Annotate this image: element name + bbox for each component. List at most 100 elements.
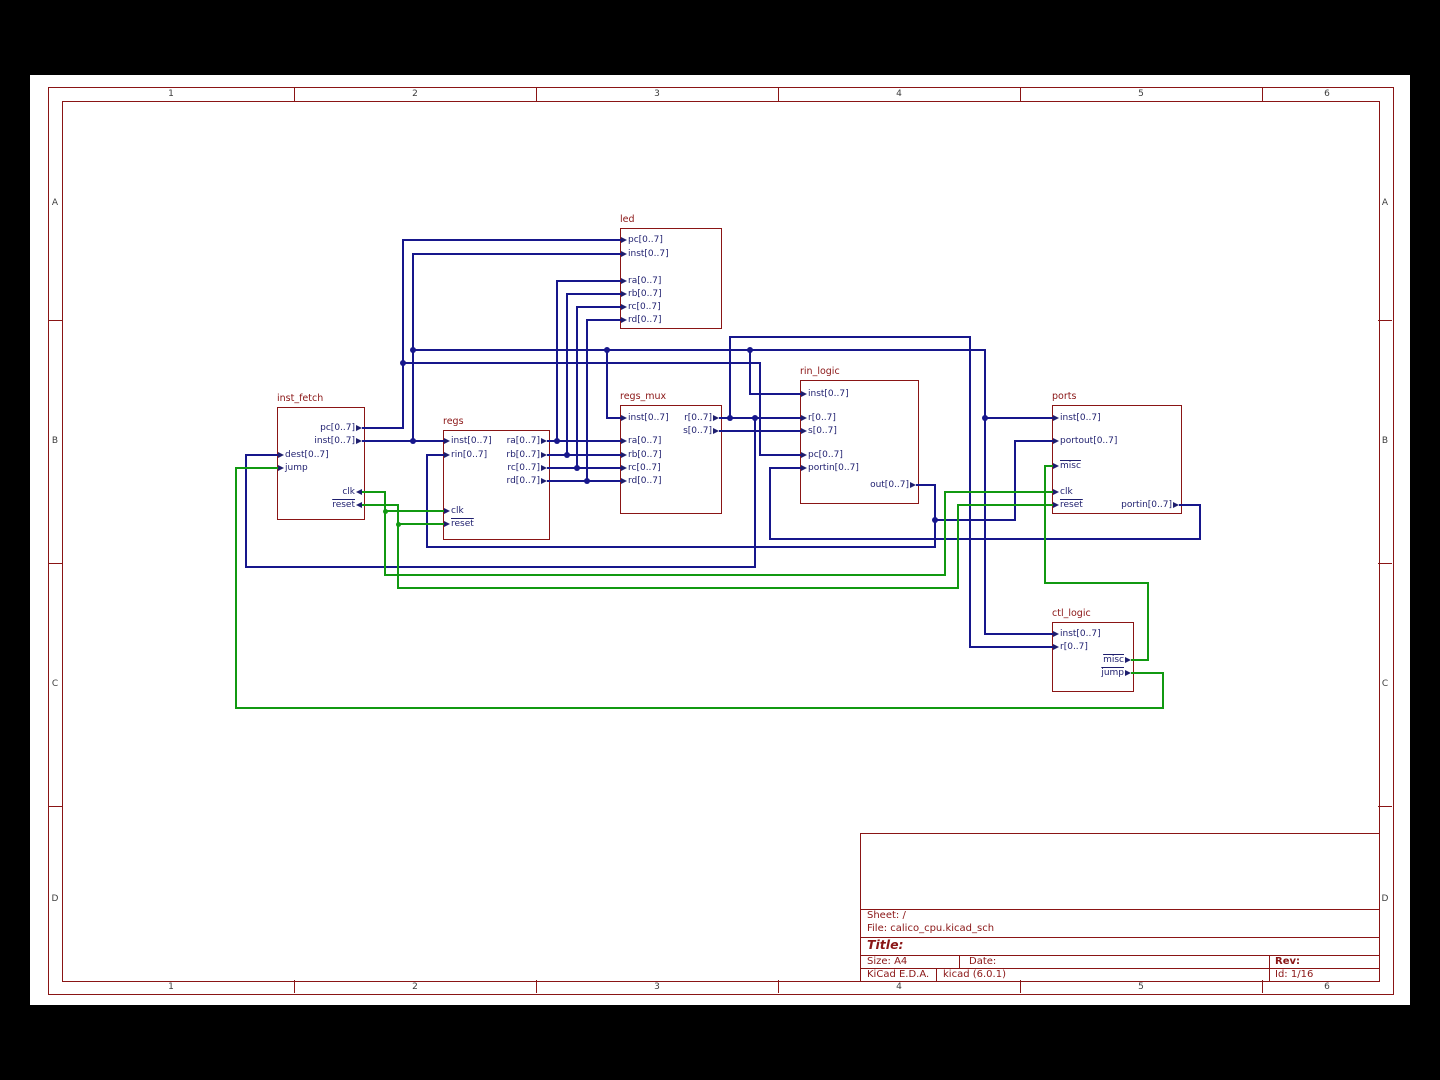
sheet-ports[interactable] (1052, 405, 1182, 514)
bus-r (729, 336, 731, 419)
wire-misc (1131, 659, 1149, 661)
frame-tick (48, 563, 62, 564)
frame-tick (48, 806, 62, 807)
bus-ra (556, 280, 558, 442)
frame-row-label: C (1381, 679, 1389, 689)
sheet-pin-rin_logic-r-0-7: r[0..7] (808, 413, 836, 423)
junction-dot (400, 360, 406, 366)
bus-out (426, 454, 428, 548)
title-block-divider (861, 909, 1379, 910)
pin-arrow-icon (1053, 644, 1059, 650)
pin-arrow-icon (621, 304, 627, 310)
sheet-pin-regs-rd-0-7: rd[0..7] (506, 476, 540, 486)
pin-arrow-icon (356, 502, 362, 508)
bus-rb (566, 293, 621, 295)
bus-r-dest (754, 417, 756, 568)
sheet-pin-ports-clk: clk (1060, 487, 1073, 497)
wire-misc (1147, 582, 1149, 661)
sheet-pin-ctl_logic-inst-0-7: inst[0..7] (1060, 629, 1101, 639)
frame-row-label: D (51, 894, 59, 904)
bus-pc (759, 362, 761, 456)
frame-tick (1262, 87, 1263, 101)
pin-arrow-icon (621, 415, 627, 421)
bus-rb (547, 454, 621, 456)
wire-jump (235, 467, 278, 469)
frame-col-label: 6 (1324, 89, 1330, 99)
junction-dot (574, 465, 580, 471)
wire-clk (384, 491, 386, 576)
wire-reset (397, 523, 444, 525)
bus-inst (362, 440, 444, 442)
bus-out-portout (1014, 440, 1053, 442)
bus-inst (984, 417, 1053, 419)
pin-arrow-icon (1173, 502, 1179, 508)
frame-tick (1378, 320, 1392, 321)
bus-portin (769, 538, 1201, 540)
sheet-name-rin_logic: rin_logic (800, 366, 840, 377)
sheet-pin-led-ra-0-7: ra[0..7] (628, 276, 662, 286)
pin-arrow-icon (356, 489, 362, 495)
pin-arrow-icon (444, 452, 450, 458)
pin-arrow-icon (713, 428, 719, 434)
sheet-pin-regs-clk: clk (451, 506, 464, 516)
bus-out (426, 546, 936, 548)
junction-dot (410, 347, 416, 353)
frame-tick (294, 980, 295, 993)
bus-rd (586, 319, 621, 321)
sheet-regs[interactable] (443, 430, 550, 540)
sheet-pin-inst_fetch-pc-0-7: pc[0..7] (320, 423, 355, 433)
bus-r (969, 646, 1053, 648)
sheet-pin-led-rb-0-7: rb[0..7] (628, 289, 662, 299)
frame-row-label: D (1381, 894, 1389, 904)
bus-s (719, 430, 801, 432)
bus-inst (606, 417, 621, 419)
sheet-pin-regs_mux-inst-0-7: inst[0..7] (628, 413, 669, 423)
sheet-regs_mux[interactable] (620, 405, 722, 514)
junction-dot (564, 452, 570, 458)
sheet-inst_fetch[interactable] (277, 407, 365, 520)
frame-col-label: 5 (1138, 982, 1144, 992)
bus-r-dest (245, 566, 756, 568)
bus-r (729, 336, 971, 338)
sheet-pin-rin_logic-portin-0-7: portin[0..7] (808, 463, 859, 473)
sheet-ctl_logic[interactable] (1052, 622, 1134, 692)
bus-r-dest (245, 454, 278, 456)
frame-tick (1020, 980, 1021, 993)
sheet-pin-ctl_logic-misc: misc (1103, 655, 1124, 665)
bus-inst (984, 349, 986, 419)
sheet-name-regs_mux: regs_mux (620, 391, 667, 402)
title-block-title: Title: (867, 937, 904, 952)
sheet-pin-rin_logic-inst-0-7: inst[0..7] (808, 389, 849, 399)
sheet-pin-inst_fetch-jump: jump (285, 463, 308, 473)
sheet-led[interactable] (620, 228, 722, 329)
title-block-app-version: kicad (6.0.1) (943, 969, 1006, 980)
frame-inner-border (62, 101, 1380, 982)
junction-dot (382, 508, 388, 514)
wire-misc (1044, 465, 1046, 584)
title-block-size: Size: A4 (867, 956, 908, 967)
wire-reset (957, 504, 1053, 506)
sheet-rin_logic[interactable] (800, 380, 919, 504)
pin-arrow-icon (1125, 670, 1131, 676)
pin-arrow-icon (278, 465, 284, 471)
bus-r-dest (245, 454, 247, 568)
bus-portin (1179, 504, 1201, 506)
frame-tick (536, 980, 537, 993)
sheet-pin-regs_mux-ra-0-7: ra[0..7] (628, 436, 662, 446)
bus-pc (402, 239, 404, 429)
pin-arrow-icon (1053, 489, 1059, 495)
pin-arrow-icon (1053, 463, 1059, 469)
sheet-name-led: led (620, 214, 635, 225)
frame-row-label: A (1381, 198, 1389, 208)
sheet-pin-regs-inst-0-7: inst[0..7] (451, 436, 492, 446)
pin-arrow-icon (444, 521, 450, 527)
bus-out (934, 484, 936, 548)
wire-jump (235, 467, 237, 709)
pin-arrow-icon (801, 415, 807, 421)
pin-arrow-icon (1125, 657, 1131, 663)
frame-col-label: 1 (168, 982, 174, 992)
title-block-divider (861, 968, 1379, 969)
junction-dot (554, 438, 560, 444)
pin-arrow-icon (621, 278, 627, 284)
title-block-date: Date: (969, 956, 997, 967)
